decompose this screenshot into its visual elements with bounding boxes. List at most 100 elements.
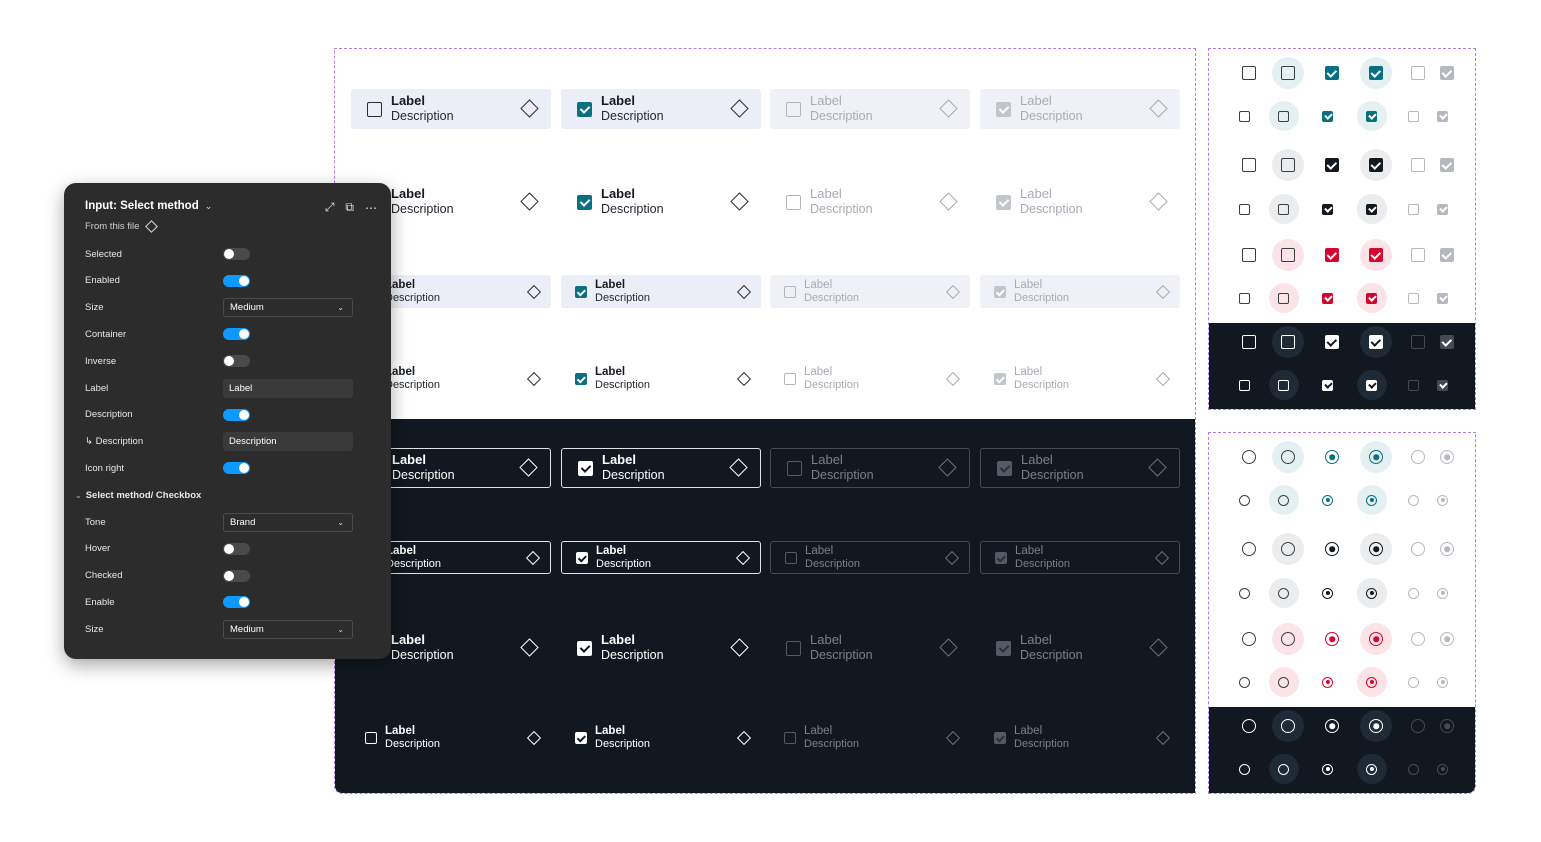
radio-icon[interactable] (1366, 587, 1377, 599)
property-select[interactable]: Medium⌄ (223, 619, 353, 639)
checkbox-icon[interactable] (367, 101, 382, 117)
checkbox-icon[interactable] (1239, 379, 1250, 391)
radio-icon[interactable] (1278, 494, 1289, 506)
checkbox-icon[interactable] (1281, 66, 1295, 80)
property-select[interactable]: Medium⌄ (223, 298, 353, 318)
property-input[interactable]: Label (223, 378, 353, 398)
checkbox-icon[interactable] (1366, 292, 1377, 304)
radio-icon[interactable] (1366, 676, 1377, 688)
radio-icon[interactable] (1366, 494, 1377, 506)
checkbox-icon[interactable] (575, 731, 587, 744)
checkbox-icon[interactable] (575, 372, 587, 385)
radio-icon[interactable] (1281, 542, 1295, 556)
radio-icon[interactable] (1278, 763, 1289, 775)
radio-icon[interactable] (1322, 763, 1333, 775)
radio-icon[interactable] (1281, 719, 1295, 733)
radio-icon[interactable] (1369, 450, 1383, 464)
radio-icon[interactable] (1322, 494, 1333, 506)
checkbox-icon[interactable] (1366, 203, 1377, 215)
checkbox-icon[interactable] (575, 285, 587, 298)
radio-icon[interactable] (1322, 676, 1333, 688)
checkbox-icon[interactable] (1281, 248, 1295, 262)
checkbox-icon[interactable] (577, 101, 592, 117)
radio-icon[interactable] (1242, 632, 1256, 646)
radio-icon[interactable] (1239, 676, 1250, 688)
radio-icon[interactable] (1281, 632, 1295, 646)
checkbox-icon[interactable] (1369, 335, 1383, 349)
radio-icon[interactable] (1281, 450, 1295, 464)
checkbox-icon[interactable] (1369, 158, 1383, 172)
property-toggle[interactable] (223, 355, 250, 368)
radio-icon[interactable] (1325, 632, 1339, 646)
radio-icon[interactable] (1325, 719, 1339, 733)
property-toggle[interactable] (223, 462, 250, 475)
checkbox-icon[interactable] (1325, 335, 1339, 349)
checkbox-icon[interactable] (1278, 292, 1289, 304)
checkbox-icon[interactable] (1242, 335, 1256, 349)
checkbox-icon[interactable] (1369, 248, 1383, 262)
checkbox-icon[interactable] (1278, 203, 1289, 215)
checkbox-icon[interactable] (1281, 158, 1295, 172)
property-toggle[interactable] (223, 248, 250, 260)
radio-icon[interactable] (1278, 676, 1289, 688)
components-icon[interactable]: ⧉ (345, 200, 354, 214)
checkbox-icon[interactable] (365, 731, 377, 744)
radio-icon[interactable] (1325, 450, 1339, 464)
section-header[interactable]: ⌄Select method/ Checkbox (75, 490, 201, 501)
chevron-down-icon[interactable]: ⌄ (204, 201, 213, 211)
radio-icon[interactable] (1369, 632, 1383, 646)
expand-icon[interactable]: ⤢ (324, 200, 335, 214)
radio-icon[interactable] (1366, 763, 1377, 775)
checkbox-icon[interactable] (1242, 248, 1256, 262)
checkbox-icon[interactable] (1366, 110, 1377, 122)
property-toggle[interactable] (223, 328, 250, 341)
checkbox-icon[interactable] (1322, 292, 1333, 304)
radio-icon[interactable] (1242, 450, 1256, 464)
checkbox-icon[interactable] (1239, 203, 1250, 215)
checkbox-icon[interactable] (1369, 66, 1383, 80)
radio-icon[interactable] (1239, 494, 1250, 506)
radio-icon[interactable] (1369, 719, 1383, 733)
checkbox-icon[interactable] (1281, 335, 1295, 349)
property-toggle[interactable] (223, 596, 250, 609)
checkbox-icon[interactable] (577, 640, 592, 656)
checkbox-icon[interactable] (1278, 379, 1289, 391)
checkbox-icon[interactable] (1242, 66, 1256, 80)
checkbox-icon[interactable] (1322, 203, 1333, 215)
property-toggle[interactable] (223, 569, 250, 582)
checkbox-icon[interactable] (1239, 292, 1250, 304)
radio-icon[interactable] (1239, 587, 1250, 599)
radio-icon[interactable] (1278, 587, 1289, 599)
checkbox-icon[interactable] (578, 460, 593, 476)
checkbox-icon[interactable] (1325, 158, 1339, 172)
radio-icon[interactable] (1369, 542, 1383, 556)
checkbox-icon[interactable] (1322, 379, 1333, 391)
checkbox-icon[interactable] (1239, 110, 1250, 122)
panel-title[interactable]: Input: Select method⌄ (85, 200, 212, 212)
checkbox-icon[interactable] (1366, 379, 1377, 391)
radio-icon[interactable] (1322, 587, 1333, 599)
property-toggle[interactable] (223, 274, 250, 287)
radio-icon[interactable] (1325, 542, 1339, 556)
more-icon[interactable]: ⋯ (365, 200, 377, 215)
checkbox-icon[interactable] (1325, 248, 1339, 262)
checkbox-icon[interactable] (1325, 66, 1339, 80)
checkbox-icon[interactable] (577, 194, 592, 210)
radio-icon[interactable] (1239, 763, 1250, 775)
property-toggle[interactable] (223, 542, 250, 555)
checkbox-icon[interactable] (576, 551, 588, 564)
property-select[interactable]: Brand⌄ (223, 512, 353, 532)
checkbox-icon[interactable] (1322, 110, 1333, 122)
property-toggle[interactable] (223, 408, 250, 421)
